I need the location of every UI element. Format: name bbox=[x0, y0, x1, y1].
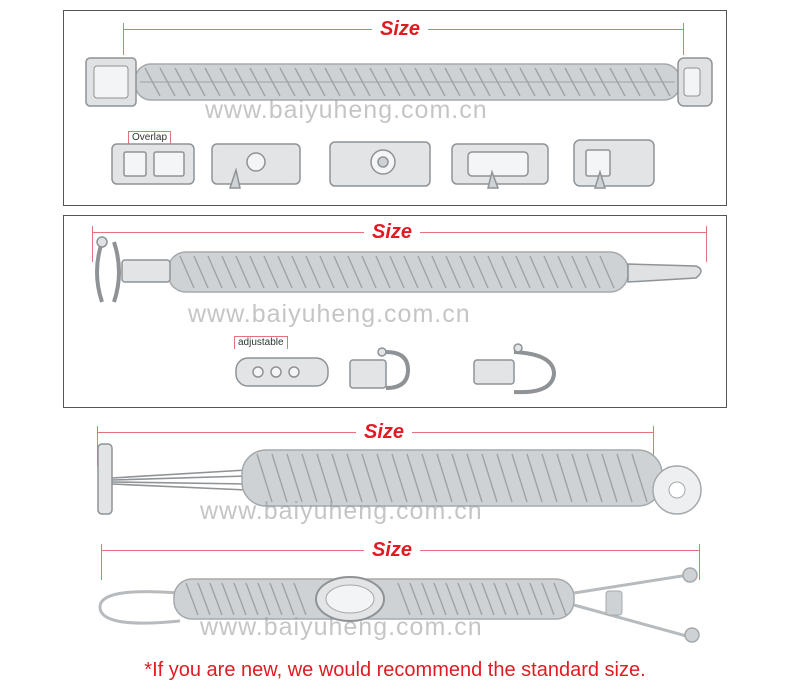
adjustable-callout: adjustable bbox=[234, 336, 288, 349]
whistle-buckle-alt-icon bbox=[451, 143, 549, 189]
size-tick-left bbox=[97, 426, 98, 466]
size-tick-right bbox=[699, 544, 700, 580]
adjustable-slider-icon bbox=[235, 357, 329, 387]
whistle-buckle-icon bbox=[211, 143, 301, 189]
compass-whistle-buckle-icon bbox=[329, 141, 431, 187]
size-tick-right bbox=[683, 23, 684, 55]
watermark: www.baiyuheng.com.cn bbox=[188, 300, 471, 328]
size-tick-left bbox=[101, 544, 102, 580]
shackle-bracelet-panel bbox=[63, 215, 727, 408]
sliding-knot-bracelet-image bbox=[98, 567, 700, 643]
toggle-bracelet-image bbox=[97, 443, 702, 515]
watermark: www.baiyuheng.com.cn bbox=[200, 497, 483, 525]
size-label: Size bbox=[372, 18, 429, 40]
side-release-buckle-icon bbox=[111, 143, 195, 185]
watermark: www.baiyuheng.com.cn bbox=[200, 613, 483, 641]
size-tick-right bbox=[653, 426, 654, 466]
bow-shackle-icon bbox=[473, 343, 557, 395]
watermark: www.baiyuheng.com.cn bbox=[205, 96, 488, 124]
shackle-icon bbox=[349, 347, 411, 390]
size-tick-right bbox=[706, 226, 707, 262]
size-label: Size bbox=[364, 221, 421, 243]
shackle-bracelet-image bbox=[95, 236, 702, 303]
size-tick-left bbox=[92, 226, 93, 262]
buckle-parts bbox=[111, 139, 655, 189]
size-label: Size bbox=[356, 421, 413, 443]
curved-whistle-buckle-icon bbox=[573, 139, 655, 189]
overlap-callout: Overlap bbox=[128, 131, 172, 144]
size-label: Size bbox=[364, 539, 421, 561]
buckle-bracelet-image bbox=[85, 57, 713, 107]
recommendation-note: *If you are new, we would recommend the … bbox=[144, 659, 646, 681]
size-tick-left bbox=[123, 23, 124, 55]
shackle-parts bbox=[235, 343, 557, 395]
